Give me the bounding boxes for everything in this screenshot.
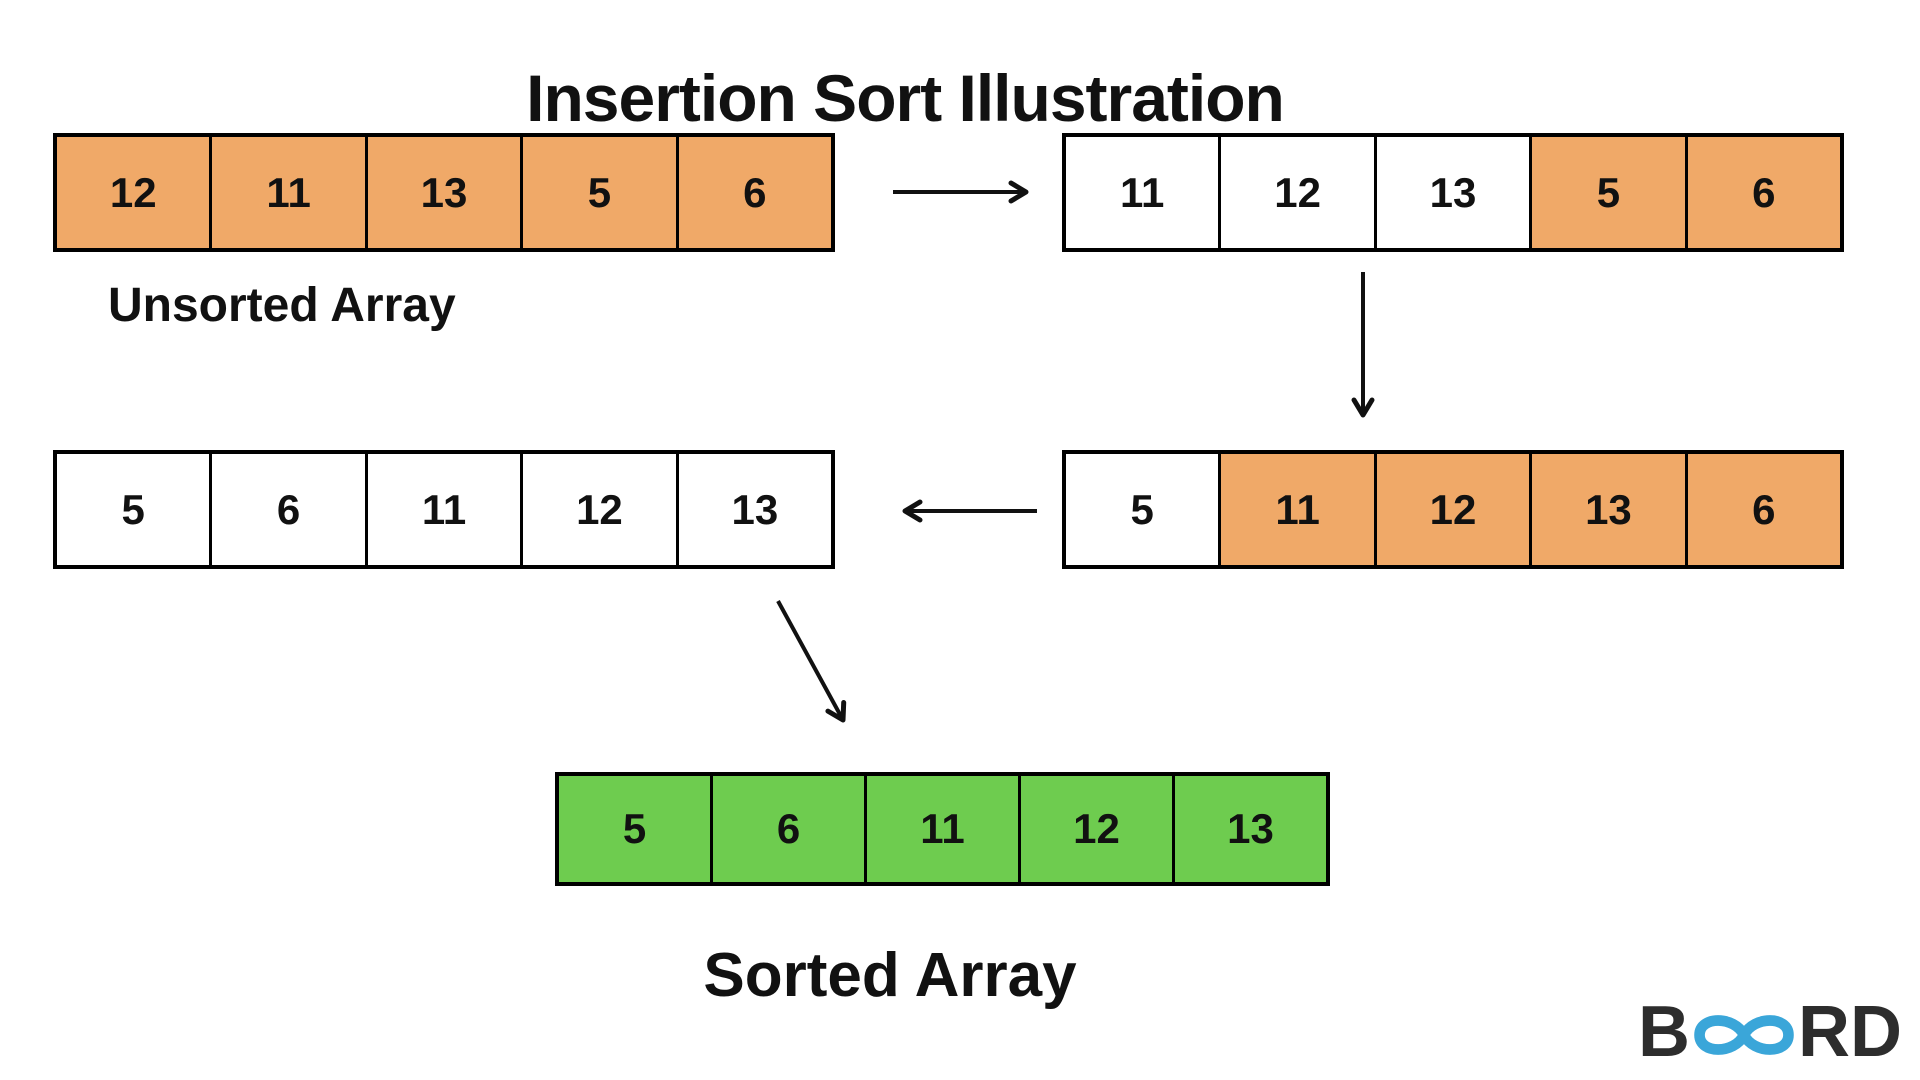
unsorted-array-label: Unsorted Array <box>108 279 456 332</box>
logo-suffix: RD <box>1798 992 1902 1072</box>
array-cell: 11 <box>364 454 521 565</box>
diagram-title: Insertion Sort Illustration <box>526 61 1285 136</box>
infinity-icon <box>1686 1004 1802 1066</box>
array-cell: 6 <box>209 454 365 565</box>
logo-prefix: B <box>1638 992 1690 1072</box>
array-cell: 12 <box>1018 776 1172 882</box>
array-cell: 13 <box>675 454 832 565</box>
array-cell: 12 <box>57 137 210 248</box>
array-cell: 13 <box>1172 776 1326 882</box>
arrow-diagonal-icon <box>776 600 847 723</box>
array-cell: 5 <box>1066 454 1219 565</box>
sorted-array-label: Sorted Array <box>703 941 1077 1010</box>
array-cell: 11 <box>1218 454 1374 565</box>
array-cell: 12 <box>1373 454 1530 565</box>
array-cell: 6 <box>710 776 864 882</box>
array-cell: 13 <box>364 137 521 248</box>
array-cell: 5 <box>57 454 210 565</box>
array-cell: 11 <box>209 137 365 248</box>
array-cell: 5 <box>559 776 710 882</box>
array-cell: 6 <box>1684 454 1841 565</box>
array-cell: 12 <box>1218 137 1374 248</box>
board-logo: B RD <box>1638 996 1902 1068</box>
array-cell: 11 <box>864 776 1018 882</box>
array-cell: 5 <box>1529 137 1685 248</box>
array-cell: 13 <box>1373 137 1530 248</box>
array-cell: 6 <box>675 137 832 248</box>
array-cell: 13 <box>1529 454 1685 565</box>
array-cell: 11 <box>1066 137 1219 248</box>
array-cell: 5 <box>520 137 676 248</box>
array-cell: 6 <box>1684 137 1841 248</box>
array-cell: 12 <box>520 454 676 565</box>
